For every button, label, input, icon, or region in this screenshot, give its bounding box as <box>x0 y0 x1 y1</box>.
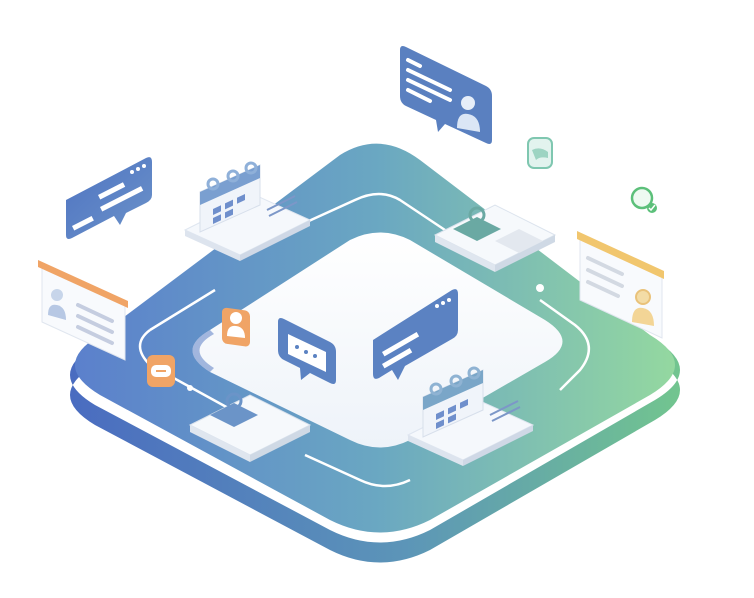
message-panel-center <box>373 289 458 380</box>
contact-card-left-orange <box>38 260 128 361</box>
calendar-icon <box>423 370 483 410</box>
lock-icon <box>225 392 243 410</box>
profile-chat-bubble-floating-top <box>400 46 492 144</box>
clock-check-icon-floating <box>630 186 657 213</box>
lock-icon <box>468 206 486 224</box>
small-chat-icon-floating <box>527 137 553 169</box>
calendar-node-top-left <box>183 161 312 261</box>
lock-node-bottom-left <box>188 392 312 462</box>
lock-node-top-right <box>433 204 557 272</box>
contact-card-right-yellow <box>577 231 664 339</box>
user-badge-center-orange <box>222 307 250 347</box>
chat-bubble-floating-left <box>66 157 152 239</box>
chat-node-orange-path <box>147 355 175 387</box>
calendar-node-bottom-right <box>406 366 535 466</box>
chat-dots-center <box>278 318 336 384</box>
calendar-icon <box>200 165 260 205</box>
